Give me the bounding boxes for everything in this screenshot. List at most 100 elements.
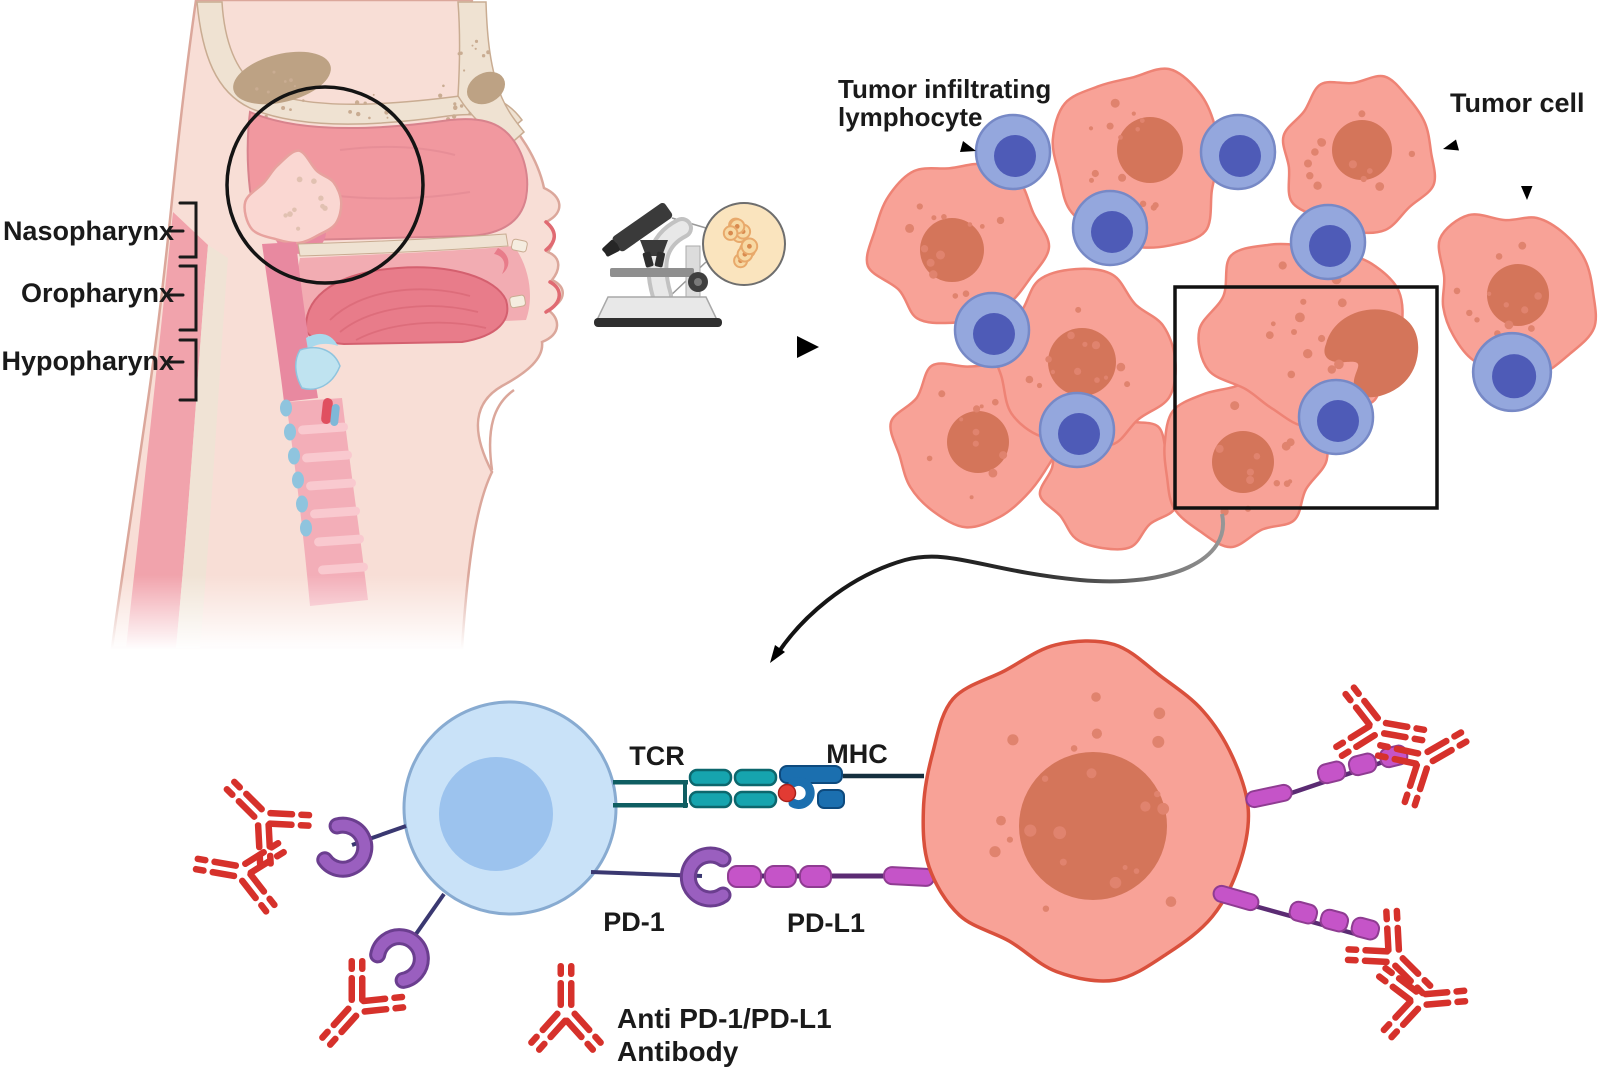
pdl1-ligand-icon	[799, 865, 832, 888]
tumor-cell	[1437, 213, 1598, 377]
cell-dot	[289, 78, 293, 82]
tcr-domain	[733, 790, 778, 809]
cell-dot	[996, 216, 1005, 225]
tongue-line	[329, 288, 471, 321]
tumor-infiltrating-lymphocyte	[1071, 189, 1149, 267]
cell-dot	[474, 39, 479, 43]
cell-dot	[1287, 370, 1296, 379]
til-label-line2: lymphocyte	[838, 102, 983, 132]
cricoid-cartilage-chain	[280, 399, 312, 537]
pd1-label: PD-1	[603, 907, 665, 937]
cell-dot	[1334, 359, 1344, 370]
pd1-pdl1-axis	[590, 855, 935, 899]
pdl1-ligand-icon	[1350, 916, 1381, 941]
hypopharynx-bracket	[168, 338, 198, 402]
oropharynx-bracket	[168, 264, 198, 332]
t-cell-nucleus	[439, 757, 553, 871]
magnified-tissue-icon	[702, 202, 786, 286]
cell-dot	[979, 224, 985, 229]
tumor-cell-arrow-1	[1458, 130, 1508, 145]
cell-dot	[1521, 306, 1529, 314]
pdl1-membrane-domain	[882, 866, 935, 887]
cell-dot	[992, 398, 999, 406]
cell-dot	[1007, 734, 1019, 746]
pdl1-label: PD-L1	[787, 908, 865, 938]
cell-dot	[1118, 135, 1123, 140]
cell-dot	[1106, 122, 1114, 130]
pdl1-membrane-domain	[1212, 884, 1260, 912]
cell-dot	[1306, 172, 1314, 180]
antibody-y-icon	[295, 949, 415, 1070]
cell-dot	[486, 50, 491, 55]
sphenoid-sinus	[233, 51, 331, 105]
cell-dot	[457, 52, 461, 56]
nasopharyngeal-tumor-mass	[243, 149, 343, 245]
cell-dot	[1150, 204, 1157, 211]
trachea	[286, 398, 368, 606]
mhc-domain-bottom	[817, 789, 845, 809]
cell-dot	[1153, 707, 1166, 720]
cell-dot	[1074, 367, 1082, 375]
anatomy-labels: Nasopharynx Oropharynx Hypopharynx	[1, 201, 198, 402]
cell-dot	[311, 178, 317, 184]
cell-dot	[468, 112, 472, 115]
tcr-label: TCR	[629, 741, 685, 771]
cell-dot	[1300, 298, 1307, 305]
cell-dot	[1131, 111, 1136, 116]
cell-dot	[979, 404, 984, 409]
nasopharynx-label: Nasopharynx	[3, 216, 174, 246]
cell-dot	[1133, 868, 1140, 874]
cell-dot	[1486, 291, 1492, 296]
objective-lens	[642, 251, 654, 268]
pd1-receptor-icon	[688, 855, 723, 899]
teardrop-nucleus	[1324, 309, 1419, 398]
cell-dot	[1139, 200, 1147, 207]
antibody-y-icon	[186, 824, 291, 918]
cell-dot	[368, 116, 371, 120]
til-arrow	[905, 130, 961, 147]
tcr-domain	[688, 768, 733, 787]
cell-dot	[1165, 896, 1177, 907]
cell-dot	[1246, 468, 1254, 476]
cell-dot	[1094, 377, 1100, 383]
cell-dot	[1154, 790, 1161, 798]
cell-dot	[283, 213, 288, 218]
pdl1-membrane-domain	[1245, 783, 1293, 809]
lower-lip	[544, 280, 561, 314]
cell-dot	[442, 84, 445, 88]
curved-arrowhead	[770, 645, 785, 663]
cell-dot	[988, 468, 998, 478]
tumor-infiltrating-lymphocyte	[1289, 203, 1367, 281]
cavity-shading	[339, 146, 456, 156]
tumor-highlight-circle	[225, 85, 425, 285]
cell-dot	[916, 203, 923, 210]
pdl1-ligand-icon	[1316, 760, 1347, 785]
cavity-shading	[329, 191, 471, 200]
lower-tooth	[509, 294, 526, 309]
cell-dot	[354, 100, 360, 105]
cell-dot	[1045, 356, 1052, 363]
cell-dot	[1152, 735, 1165, 748]
cell-dot	[962, 290, 970, 297]
cell-dot	[1053, 826, 1067, 840]
cell-dot	[1337, 298, 1347, 308]
cell-dot	[1270, 321, 1276, 327]
cell-dot	[463, 69, 466, 72]
cell-dot	[1089, 177, 1094, 183]
cell-dot	[929, 270, 938, 279]
antibody-y-icon	[526, 963, 606, 1055]
pdl1-ligand-icon	[1288, 900, 1319, 925]
cell-dot	[1135, 127, 1140, 132]
cell-dot	[1408, 150, 1416, 158]
neck-fade	[90, 575, 520, 655]
cell-dot	[1366, 168, 1373, 174]
tcr-domain	[688, 790, 733, 809]
cell-dot	[1103, 375, 1109, 380]
vessel-blue	[330, 404, 340, 426]
cell-dot	[266, 90, 270, 94]
tissue-cell-nucleus	[747, 243, 752, 249]
cell-dot	[1118, 173, 1127, 182]
cell-dot	[481, 54, 486, 58]
cell-dot	[1286, 438, 1295, 447]
